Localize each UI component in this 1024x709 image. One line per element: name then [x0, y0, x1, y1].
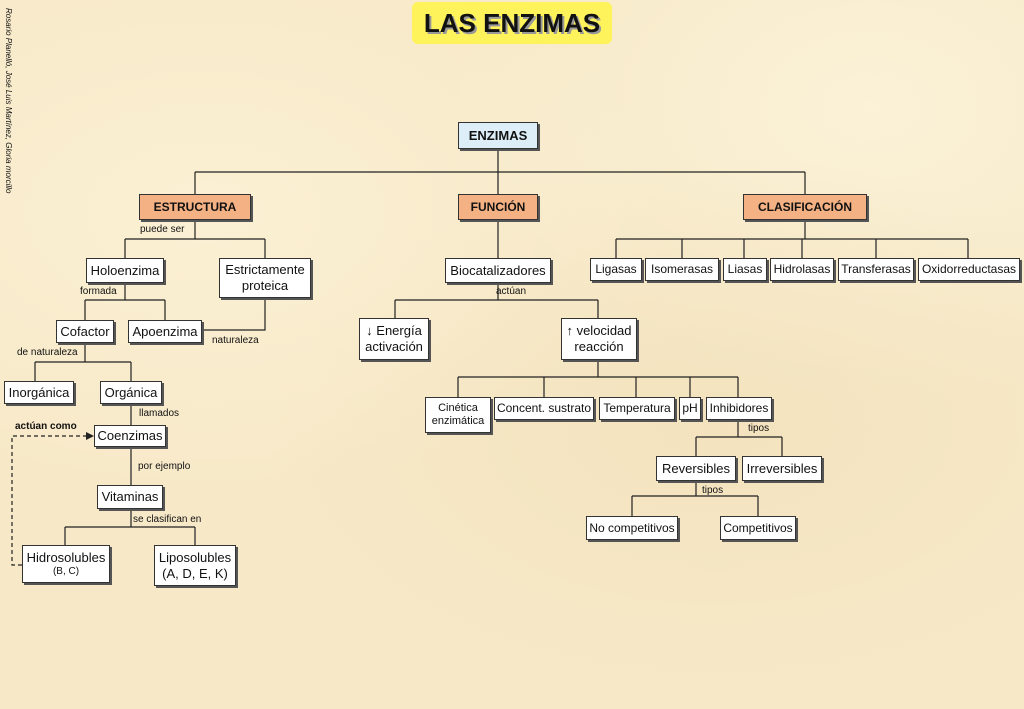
liposolubles-sub: (A, D, E, K)	[162, 565, 228, 581]
enzimatica-text: enzimática	[431, 415, 485, 427]
node-vitaminas: Vitaminas	[97, 485, 163, 509]
label-actuan: actúan	[496, 286, 527, 297]
author-credit: Rosario Planelló, José Luis Martínez, Gl…	[4, 8, 13, 194]
clasificacion-transferasas: Transferasas	[838, 258, 914, 281]
label-naturaleza: naturaleza	[212, 335, 259, 346]
node-inhibidores: Inhibidores	[706, 397, 772, 420]
node-biocatalizadores: Biocatalizadores	[445, 258, 551, 283]
node-reversibles: Reversibles	[656, 456, 736, 481]
node-coenzimas: Coenzimas	[94, 425, 166, 447]
cinetica-text: Cinética	[438, 401, 478, 414]
node-holoenzima: Holoenzima	[86, 258, 164, 283]
hidrosolubles-text: Hidrosolubles	[26, 550, 106, 566]
label-tipos-reversibles: tipos	[702, 485, 724, 496]
label-se-clasifican: se clasifican en	[133, 514, 202, 525]
label-por-ejemplo: por ejemplo	[138, 461, 191, 472]
category-clasificacion: CLASIFICACIÓN	[743, 194, 867, 220]
label-puede-ser: puede ser	[140, 224, 185, 235]
clasificacion-hidrolasas: Hidrolasas	[770, 258, 834, 281]
liposolubles-text: Liposolubles	[158, 549, 232, 565]
node-hidrosolubles: Hidrosolubles(B, C)	[22, 545, 110, 583]
label-tipos-inhibidores: tipos	[748, 423, 770, 434]
activacion-text: activación	[365, 339, 423, 354]
estrictamente-text: Estrictamente	[225, 262, 305, 278]
node-temperatura: Temperatura	[599, 397, 675, 420]
proteica-text: proteica	[241, 278, 289, 293]
category-estructura: ESTRUCTURA	[139, 194, 251, 220]
label-actuan-como: actúan como	[15, 421, 77, 432]
label-llamados: llamados	[139, 408, 180, 419]
reaccion-text: reacción	[574, 339, 624, 354]
node-inorganica: Inorgánica	[4, 381, 74, 404]
clasificacion-liasas: Liasas	[723, 258, 767, 281]
node-irreversibles: Irreversibles	[742, 456, 822, 481]
page-title: LAS ENZIMAS	[412, 2, 612, 44]
velocidad-text: ↑ velocidad	[566, 323, 632, 339]
clasificacion-isomerasas: Isomerasas	[645, 258, 719, 281]
label-formada: formada	[80, 286, 117, 297]
node-no-competitivos: No competitivos	[586, 516, 678, 540]
node-apoenzima: Apoenzima	[128, 320, 202, 343]
clasificacion-ligasas: Ligasas	[590, 258, 642, 281]
energia-text: ↓ Energía	[366, 323, 422, 339]
node-competitivos: Competitivos	[720, 516, 796, 540]
label-de-naturaleza: de naturaleza	[17, 347, 78, 358]
node-concent-sustrato: Concent. sustrato	[494, 397, 594, 420]
hidrosolubles-sub: (B, C)	[52, 565, 80, 577]
node-ph: pH	[679, 397, 701, 420]
node-liposolubles: Liposolubles(A, D, E, K)	[154, 545, 236, 586]
node-cofactor: Cofactor	[56, 320, 114, 343]
category-funcion: FUNCIÓN	[458, 194, 538, 220]
node-organica: Orgánica	[100, 381, 162, 404]
root-enzimas: ENZIMAS	[458, 122, 538, 149]
clasificacion-oxidorreductasas: Oxidorreductasas	[918, 258, 1020, 281]
